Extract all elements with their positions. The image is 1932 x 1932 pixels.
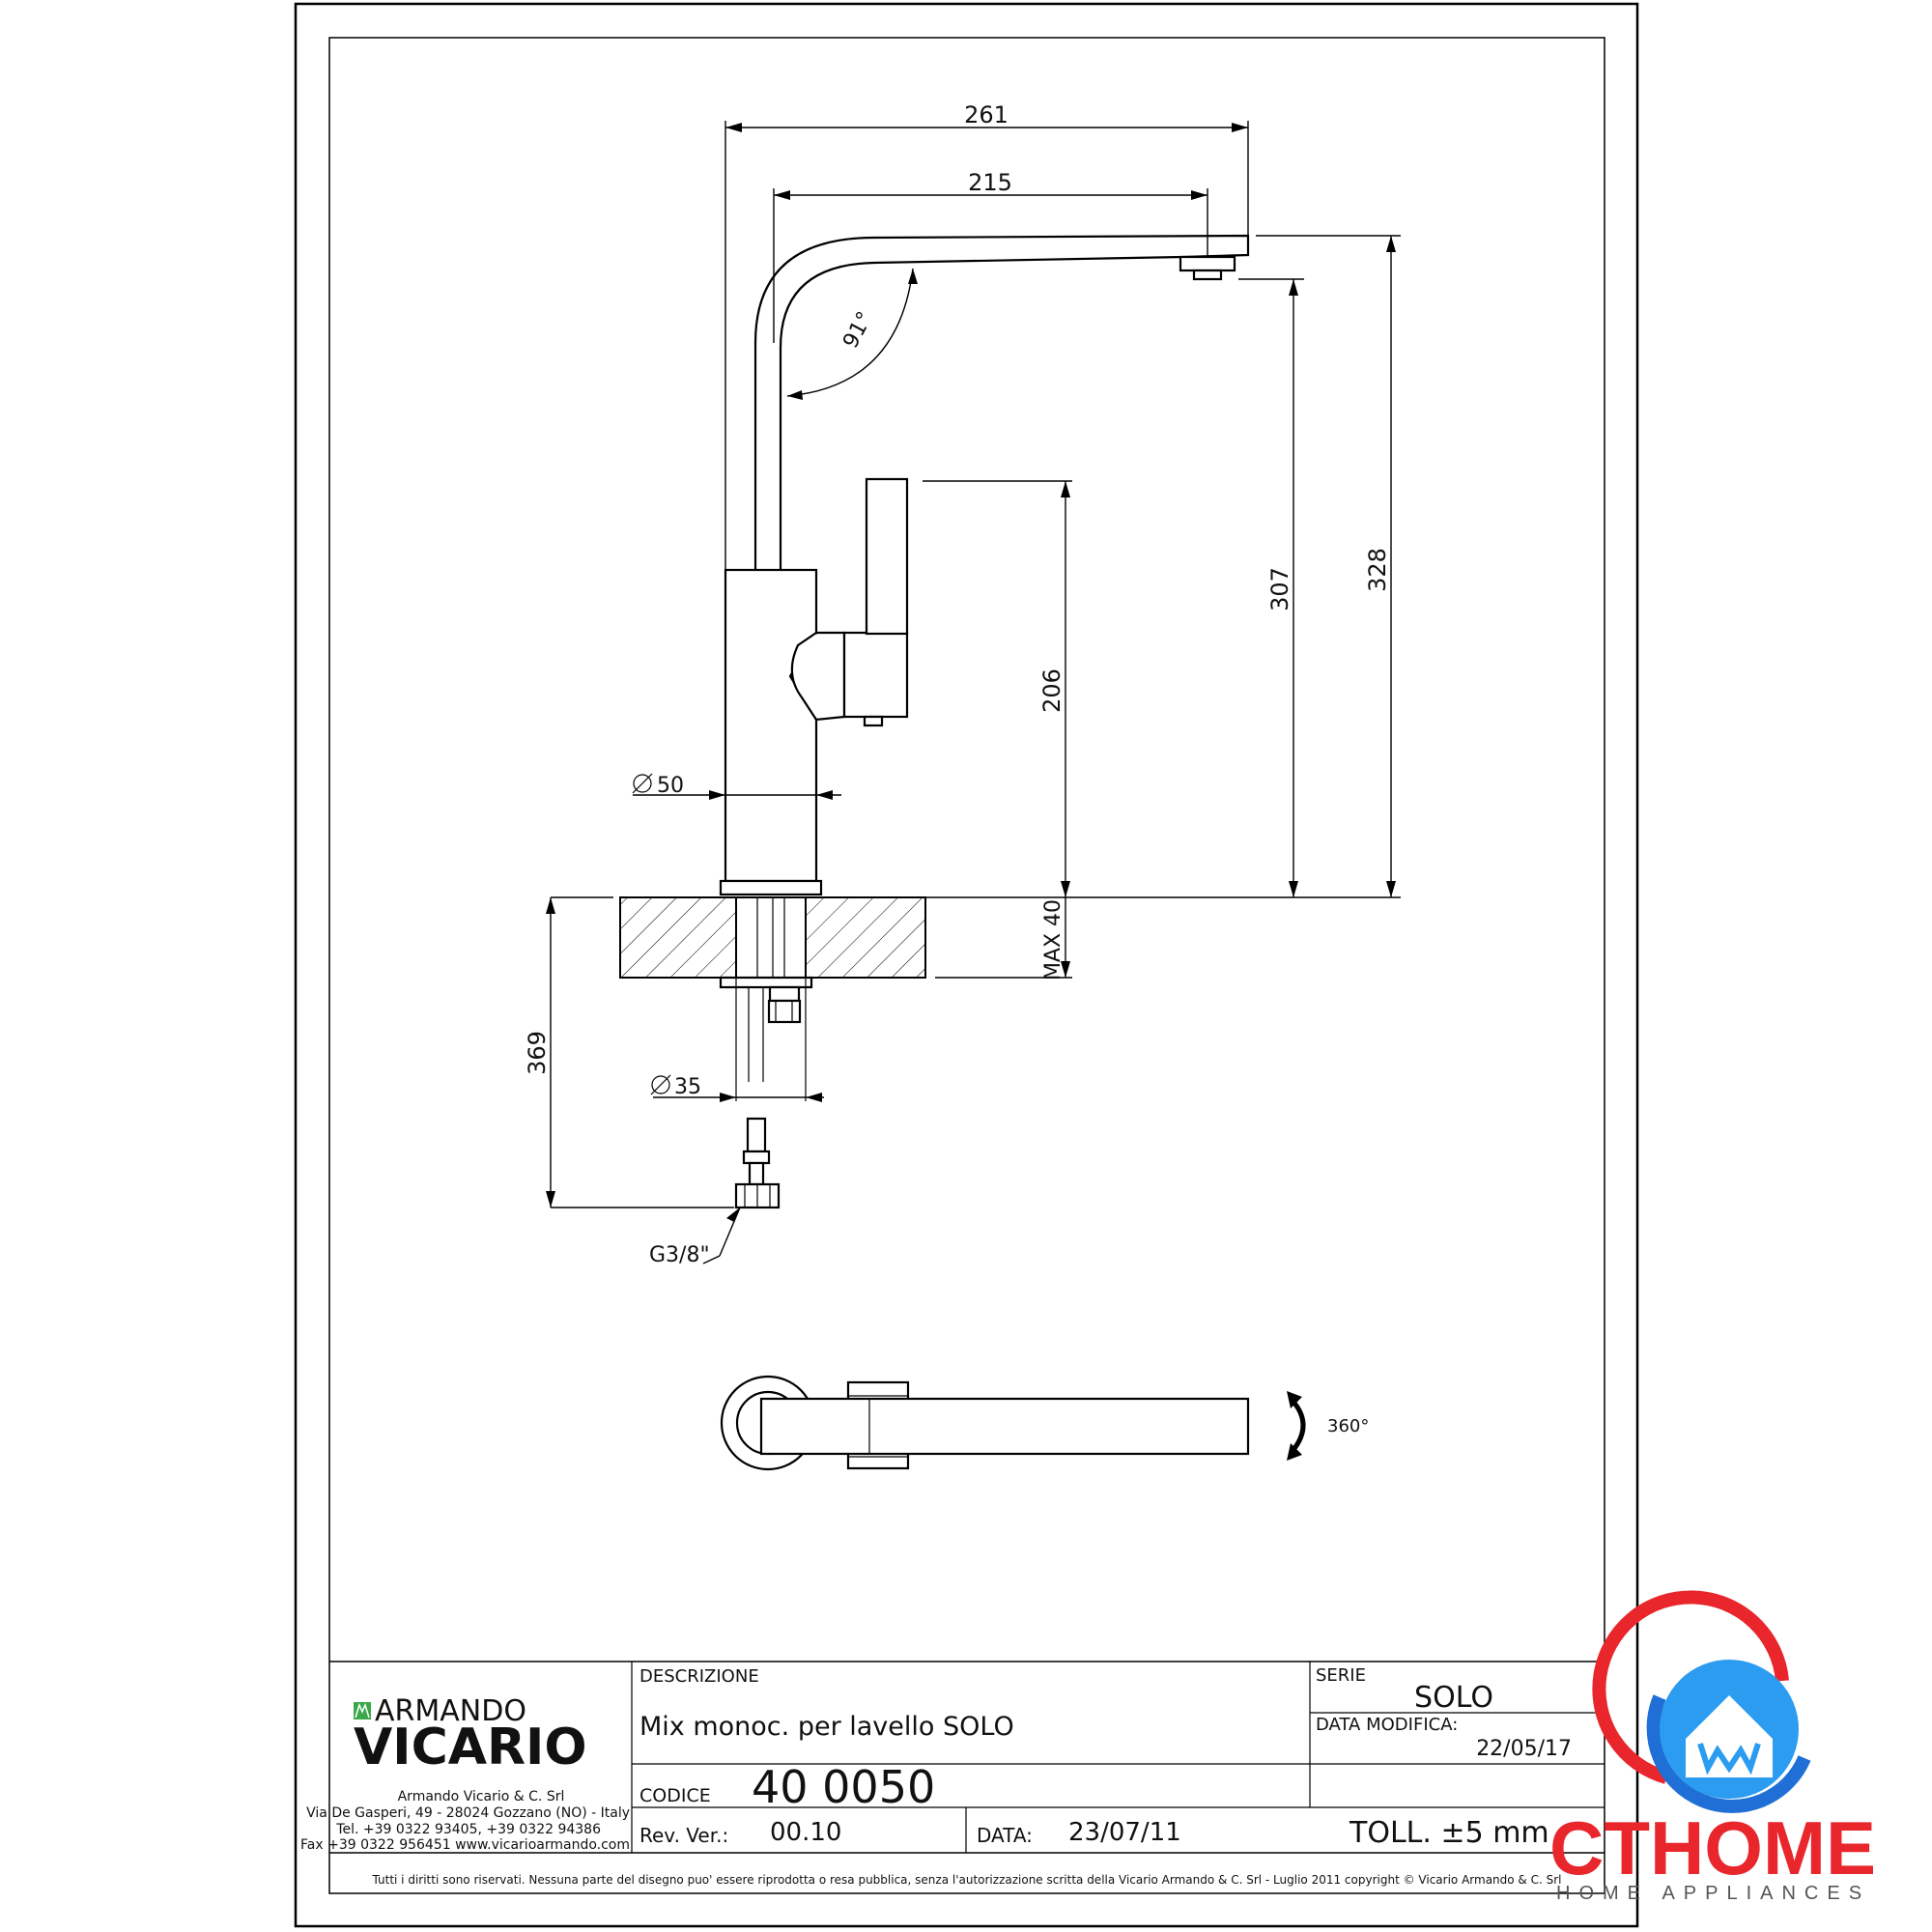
descrizione-value: Mix monoc. per lavello SOLO bbox=[639, 1712, 1014, 1742]
hose-connector bbox=[734, 1117, 781, 1209]
house-logo-icon bbox=[1592, 1590, 1811, 1813]
mixer-body bbox=[724, 568, 818, 883]
descrizione-label: DESCRIZIONE bbox=[639, 1666, 759, 1687]
top-view-spout bbox=[759, 1397, 1250, 1456]
company-fax: Fax +39 0322 956451 www.vicarioarmando.c… bbox=[300, 1837, 630, 1853]
dim-height-lever: 206 bbox=[923, 480, 1072, 897]
dim-shank-length: 369 bbox=[524, 896, 734, 1208]
dim-shank-diameter: 35 bbox=[650, 978, 824, 1102]
data-modifica-value: 22/05/17 bbox=[1476, 1737, 1572, 1761]
base-ring bbox=[719, 879, 823, 896]
svg-text:35: 35 bbox=[674, 1075, 701, 1099]
connection-leader: G3/8" bbox=[649, 1207, 741, 1267]
lever-handle bbox=[865, 477, 909, 636]
svg-text:360°: 360° bbox=[1327, 1416, 1369, 1436]
rev-label: Rev. Ver.: bbox=[639, 1824, 728, 1847]
shank-nut bbox=[767, 999, 802, 1024]
watermark-subtext: HOME APPLIANCES bbox=[1556, 1883, 1870, 1904]
inner-frame bbox=[328, 37, 1605, 1894]
svg-text:206: 206 bbox=[1038, 668, 1065, 713]
dim-spout-angle: 91° bbox=[786, 268, 918, 400]
svg-text:261: 261 bbox=[964, 101, 1009, 128]
rotation-arrow: 360° bbox=[1287, 1391, 1369, 1461]
svg-text:328: 328 bbox=[1364, 548, 1391, 592]
svg-text:307: 307 bbox=[1266, 567, 1293, 611]
codice-label: CODICE bbox=[639, 1785, 711, 1806]
svg-text:369: 369 bbox=[524, 1031, 551, 1075]
aerator bbox=[1179, 255, 1236, 272]
tolerance: TOLL. ±5 mm bbox=[1349, 1816, 1549, 1850]
data-value: 23/07/11 bbox=[1068, 1818, 1181, 1847]
svg-text:50: 50 bbox=[657, 774, 684, 798]
brand-logo: ARMANDO VICARIO bbox=[354, 1694, 587, 1776]
deck-hole bbox=[735, 896, 807, 979]
title-block: ARMANDO VICARIO Armando Vicario & C. Srl… bbox=[300, 1661, 1605, 1887]
dim-height-total: 328 bbox=[925, 235, 1401, 898]
spout bbox=[753, 234, 1250, 570]
serie-value: SOLO bbox=[1414, 1681, 1493, 1715]
watermark-text: CTHOME bbox=[1549, 1805, 1876, 1890]
company-name: Armando Vicario & C. Srl bbox=[398, 1789, 565, 1804]
dim-deck-thickness: MAX 40 bbox=[935, 897, 1072, 980]
codice-value: 40 0050 bbox=[752, 1761, 935, 1813]
cthome-watermark: CTHOME HOME APPLIANCES bbox=[1549, 1590, 1876, 1904]
svg-text:MAX 40: MAX 40 bbox=[1041, 899, 1065, 980]
lever-base bbox=[842, 631, 909, 719]
dim-spout-reach: 215 bbox=[773, 169, 1208, 343]
dim-height-outlet: 307 bbox=[1238, 278, 1304, 897]
company-address: Via De Gasperi, 49 - 28024 Gozzano (NO) … bbox=[306, 1805, 630, 1821]
aerator-tip bbox=[1192, 269, 1223, 281]
svg-text:G3/8": G3/8" bbox=[649, 1243, 710, 1267]
brand-name-line1: ARMANDO bbox=[375, 1694, 526, 1728]
dim-body-diameter: 50 bbox=[632, 773, 841, 800]
outer-frame bbox=[294, 2, 1639, 1928]
serie-label: SERIE bbox=[1316, 1665, 1366, 1686]
data-modifica-label: DATA MODIFICA: bbox=[1316, 1715, 1458, 1735]
nut-plate bbox=[719, 976, 813, 989]
data-label: DATA: bbox=[977, 1824, 1033, 1847]
lever-pin bbox=[863, 715, 884, 727]
company-tel: Tel. +39 0322 93405, +39 0322 94386 bbox=[335, 1822, 601, 1837]
faucet-side-view: 261 215 91° 328 bbox=[524, 101, 1401, 1267]
svg-text:215: 215 bbox=[968, 169, 1012, 196]
brand-name-line2: VICARIO bbox=[354, 1719, 587, 1776]
dim-overall-reach: 261 bbox=[724, 101, 1249, 570]
lever-joint-curve bbox=[790, 632, 817, 721]
faucet-top-view: 360° bbox=[720, 1375, 1369, 1471]
copyright-notice: Tutti i diritti sono riservati. Nessuna … bbox=[372, 1873, 1562, 1887]
svg-text:91°: 91° bbox=[838, 308, 877, 353]
rev-value: 00.10 bbox=[770, 1818, 841, 1847]
